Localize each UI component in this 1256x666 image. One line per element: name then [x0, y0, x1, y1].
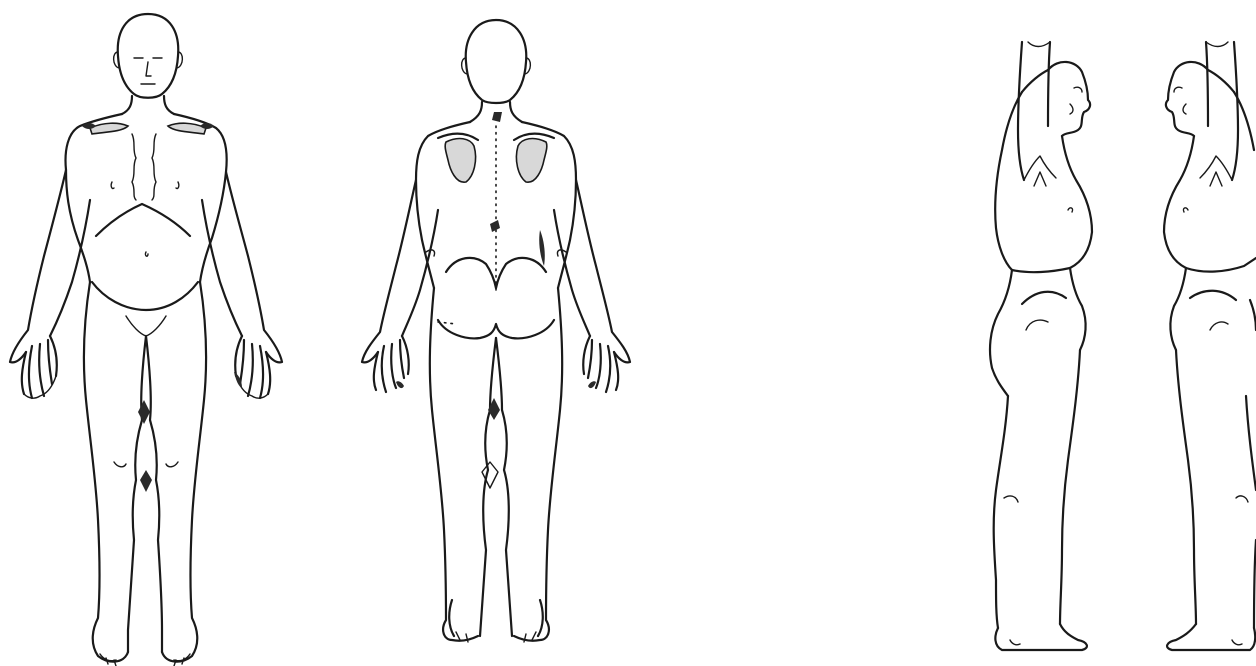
human-figure-side-right-icon	[990, 42, 1092, 650]
human-figure-back-icon	[362, 20, 630, 642]
human-figure-side-left-icon	[1164, 42, 1256, 650]
human-figure-front-icon	[10, 14, 282, 666]
